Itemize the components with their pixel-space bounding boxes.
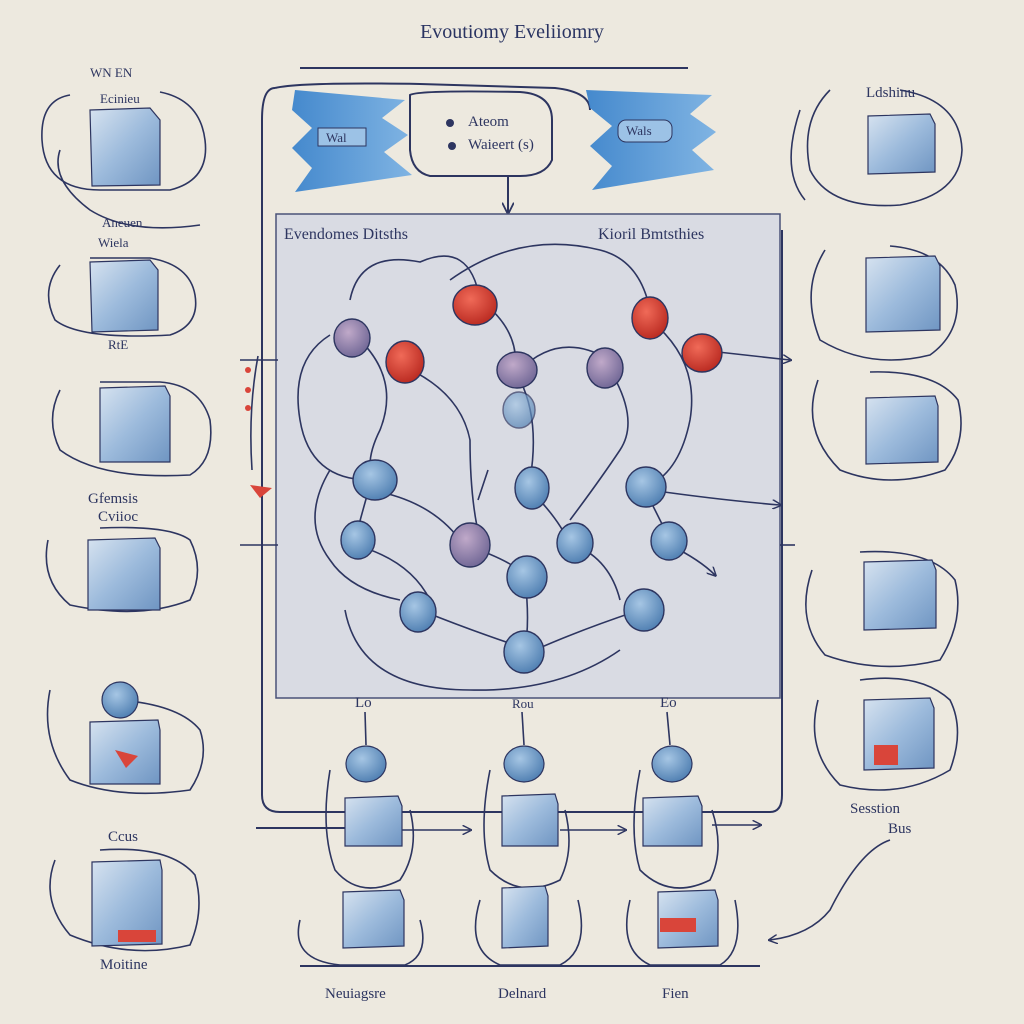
node-blue [503, 630, 545, 674]
cube [89, 107, 161, 187]
cube [344, 795, 403, 847]
node-purple [449, 522, 491, 568]
left-label-1b: Ecinieu [100, 91, 140, 106]
bottom-top-label-1: Lo [355, 695, 372, 711]
right-label-2: Sesstion [850, 801, 901, 817]
left-column [41, 91, 272, 952]
cube [501, 885, 549, 949]
frame-lines [256, 67, 783, 967]
left-label-3: RtE [108, 337, 129, 352]
top-flag-right [586, 90, 716, 190]
cube [99, 385, 171, 463]
node-blue [650, 521, 688, 561]
node-red [681, 333, 723, 373]
left-label-4: Gfemsis [88, 491, 138, 507]
cube [87, 537, 161, 611]
right-flag-label: Wals [626, 123, 652, 138]
center-panel-left-label: Evendomes Ditsths [284, 226, 408, 243]
left-label-1: WN EN [90, 65, 133, 80]
right-label-1: Ldshinu [866, 85, 916, 101]
cube [863, 559, 937, 631]
network-nodes [333, 284, 723, 674]
node-blue [352, 459, 398, 501]
cube [342, 889, 405, 949]
bottom-label-3: Fien [662, 986, 689, 1002]
left-label-2b: Wiela [98, 235, 129, 250]
left-label-4b: Cviioc [98, 509, 138, 525]
cube [865, 395, 939, 465]
node-blue [625, 466, 667, 508]
right-label-2b: Bus [888, 821, 912, 837]
left-label-5: Ccus [108, 829, 138, 845]
top-flag-left [292, 90, 412, 192]
bottom-label-2: Delnard [498, 986, 547, 1002]
legend-item-2: Waieert (s) [468, 137, 534, 153]
node-red [385, 340, 425, 384]
node-purple [333, 318, 371, 358]
node-blue [514, 466, 550, 510]
left-label-2: Aneuen [102, 215, 143, 230]
cube [642, 795, 703, 847]
cube [501, 793, 559, 847]
node-blue [340, 520, 376, 560]
center-panel-right-label: Kioril Bmtsthies [598, 226, 705, 243]
bottom-row [297, 711, 760, 966]
cube [91, 859, 163, 947]
node-blue [399, 591, 437, 633]
node-red [631, 296, 669, 340]
cube [867, 113, 936, 175]
cube [89, 719, 161, 785]
diagram-title: Evoutiomy Eveliiomry [420, 21, 604, 43]
cube [865, 255, 941, 333]
left-flag-label: Wal [326, 130, 347, 145]
legend-item-1: Ateom [468, 114, 509, 130]
node-red [452, 284, 498, 326]
bottom-label-1: Neuiagsre [325, 986, 386, 1002]
bottom-top-label-3: Eo [660, 695, 677, 711]
legend-markers [446, 119, 456, 150]
cube [89, 259, 159, 333]
node-blue [502, 391, 536, 429]
node-blue [556, 522, 594, 564]
node-purple [496, 351, 538, 389]
right-column [770, 89, 963, 940]
node-blue [506, 555, 548, 599]
node-blue [623, 588, 665, 632]
node-purple [586, 347, 624, 389]
left-label-6: Moitine [100, 957, 148, 973]
bottom-top-label-2: Rou [512, 696, 534, 711]
